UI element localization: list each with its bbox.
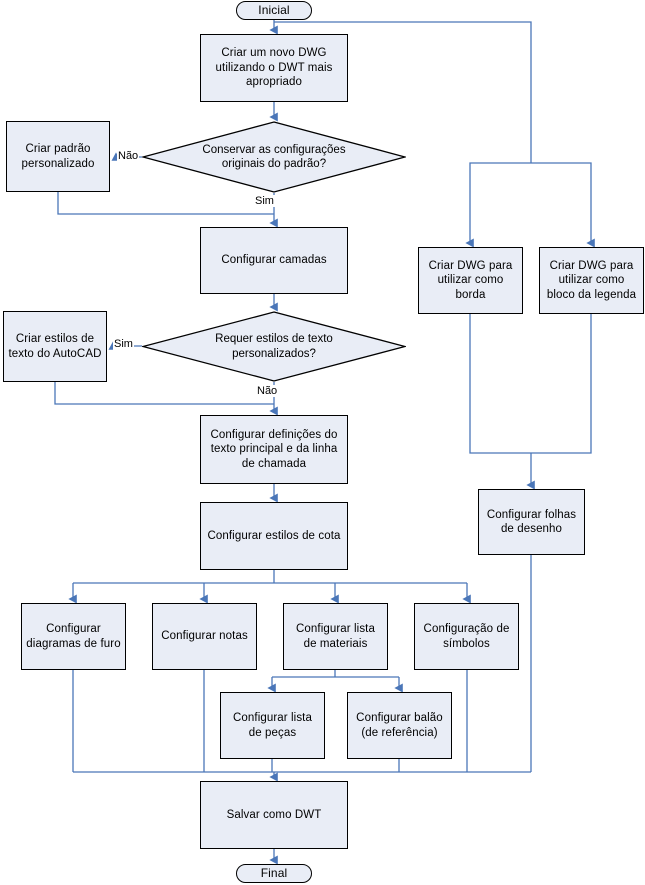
node-criar-dwg-legenda[interactable]: Criar DWG para utilizar como bloco da le…: [539, 247, 644, 314]
node-inicial-label: Inicial: [258, 3, 290, 18]
node-final-label: Final: [260, 866, 288, 881]
node-configurar-folhas-desenho-label: Configurar folhas de desenho: [486, 508, 577, 536]
node-criar-dwg-label: Criar um novo DWG utilizando o DWT mais …: [215, 47, 333, 89]
edge-branch-to-borda: [465, 162, 531, 248]
edge-legenda-merge: [531, 314, 592, 454]
node-criar-dwg-legenda-label: Criar DWG para utilizar como bloco da le…: [546, 259, 637, 301]
node-configurar-notas-label: Configurar notas: [161, 630, 248, 643]
edge-branch-to-legenda: [531, 162, 595, 248]
node-configurar-folhas-desenho[interactable]: Configurar folhas de desenho: [478, 489, 585, 555]
node-configurar-lista-materiais[interactable]: Configurar lista de materiais: [283, 603, 388, 670]
node-configurar-balao-label: Configurar balão (de referência): [356, 712, 443, 739]
node-criar-dwg-borda-label: Criar DWG para utilizar como borda: [428, 259, 513, 301]
node-configurar-balao[interactable]: Configurar balão (de referência): [347, 692, 452, 759]
node-configuracao-simbolos-label: Configuração de símbolos: [423, 623, 510, 650]
edge-borda-merge: [469, 314, 531, 454]
node-criar-dwg[interactable]: Criar um novo DWG utilizando o DWT mais …: [200, 34, 348, 102]
node-conservar-configuracoes[interactable]: Conservar as configurações originais do …: [142, 121, 406, 193]
node-configurar-estilos-cota-label: Configurar estilos de cota: [207, 529, 341, 542]
node-requer-estilos-texto-label: Requer estilos de texto personalizados?: [215, 333, 333, 360]
edge-label-sim-conservar: Sim: [254, 195, 275, 207]
node-conservar-configuracoes-label: Conservar as configurações originais do …: [202, 143, 346, 171]
node-configurar-lista-pecas-label: Configurar lista de peças: [233, 712, 312, 739]
node-final[interactable]: Final: [236, 864, 312, 883]
node-configurar-notas[interactable]: Configurar notas: [152, 603, 257, 670]
node-configurar-texto-principal-label: Configurar definições do texto principal…: [210, 428, 338, 470]
diamond-shape-icon: [142, 311, 406, 382]
node-criar-estilos-autocad-label: Criar estilos de texto do AutoCAD: [8, 333, 102, 360]
node-criar-padrao-personalizado[interactable]: Criar padrão personalizado: [6, 121, 110, 192]
node-salvar-como-dwt-label: Salvar como DWT: [226, 808, 322, 821]
node-configurar-camadas[interactable]: Configurar camadas: [200, 227, 348, 294]
diamond-shape-icon: [142, 121, 406, 193]
node-configurar-diagramas-furo-label: Configurar diagramas de furo: [26, 623, 121, 650]
edge-label-sim-requer: Sim: [113, 338, 134, 350]
node-configurar-diagramas-furo[interactable]: Configurar diagramas de furo: [21, 603, 126, 670]
node-configurar-camadas-label: Configurar camadas: [221, 254, 327, 267]
edge-criar-padrao-merge: [57, 192, 274, 215]
edge-label-nao-conservar: Não: [117, 150, 140, 162]
node-configurar-lista-pecas[interactable]: Configurar lista de peças: [220, 692, 325, 759]
node-criar-padrao-personalizado-label: Criar padrão personalizado: [21, 143, 95, 170]
edge-label-nao-requer: Não: [256, 385, 279, 397]
node-configuracao-simbolos[interactable]: Configuração de símbolos: [414, 603, 519, 670]
node-salvar-como-dwt[interactable]: Salvar como DWT: [200, 781, 348, 849]
node-requer-estilos-texto[interactable]: Requer estilos de texto personalizados?: [142, 311, 406, 382]
edge-criar-estilos-merge: [54, 382, 274, 405]
node-criar-dwg-borda[interactable]: Criar DWG para utilizar como borda: [418, 247, 523, 314]
node-inicial[interactable]: Inicial: [236, 1, 312, 20]
edge-trunk-to-right-branch: [274, 21, 532, 163]
node-configurar-texto-principal[interactable]: Configurar definições do texto principal…: [200, 415, 348, 484]
node-configurar-lista-materiais-label: Configurar lista de materiais: [296, 623, 375, 650]
node-criar-estilos-autocad[interactable]: Criar estilos de texto do AutoCAD: [3, 311, 107, 382]
node-configurar-estilos-cota[interactable]: Configurar estilos de cota: [200, 502, 348, 570]
